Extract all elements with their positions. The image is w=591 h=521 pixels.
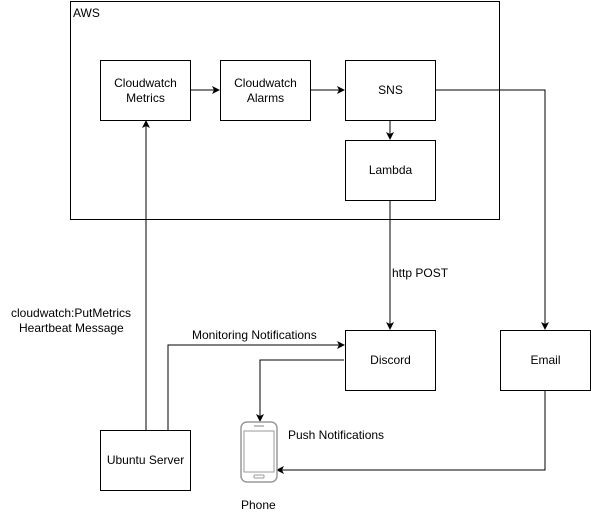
email-label: Email bbox=[530, 353, 561, 367]
put-metrics-label-line2: Heartbeat Message bbox=[19, 321, 124, 336]
sns-label: SNS bbox=[378, 83, 403, 97]
cloudwatch-alarms-line2: Alarms bbox=[246, 90, 285, 105]
sns-node: SNS bbox=[345, 60, 436, 121]
put-metrics-label-line1: cloudwatch:PutMetrics bbox=[11, 306, 132, 321]
aws-group-label: AWS bbox=[73, 6, 100, 20]
phone-label: Phone bbox=[241, 498, 276, 513]
cloudwatch-metrics-line1: Cloudwatch bbox=[114, 75, 177, 90]
ubuntu-server-node: Ubuntu Server bbox=[100, 430, 191, 491]
email-node: Email bbox=[500, 330, 591, 391]
push-notifications-label: Push Notifications bbox=[288, 428, 385, 443]
ubuntu-server-label: Ubuntu Server bbox=[106, 453, 185, 467]
edge-discord-phone bbox=[256, 359, 344, 422]
discord-node: Discord bbox=[345, 330, 436, 391]
cloudwatch-metrics-line2: Metrics bbox=[126, 90, 165, 105]
edge-ubuntu-discord bbox=[167, 341, 345, 430]
monitoring-notifications-label: Monitoring Notifications bbox=[192, 328, 317, 343]
lambda-label: Lambda bbox=[368, 163, 413, 177]
lambda-node: Lambda bbox=[345, 140, 436, 201]
aws-group bbox=[70, 1, 500, 220]
edge-sns-email bbox=[436, 89, 549, 330]
cloudwatch-alarms-line1: Cloudwatch bbox=[234, 75, 297, 90]
discord-label: Discord bbox=[370, 353, 411, 367]
http-post-label: http POST bbox=[392, 266, 449, 281]
edge-email-phone bbox=[276, 391, 546, 474]
